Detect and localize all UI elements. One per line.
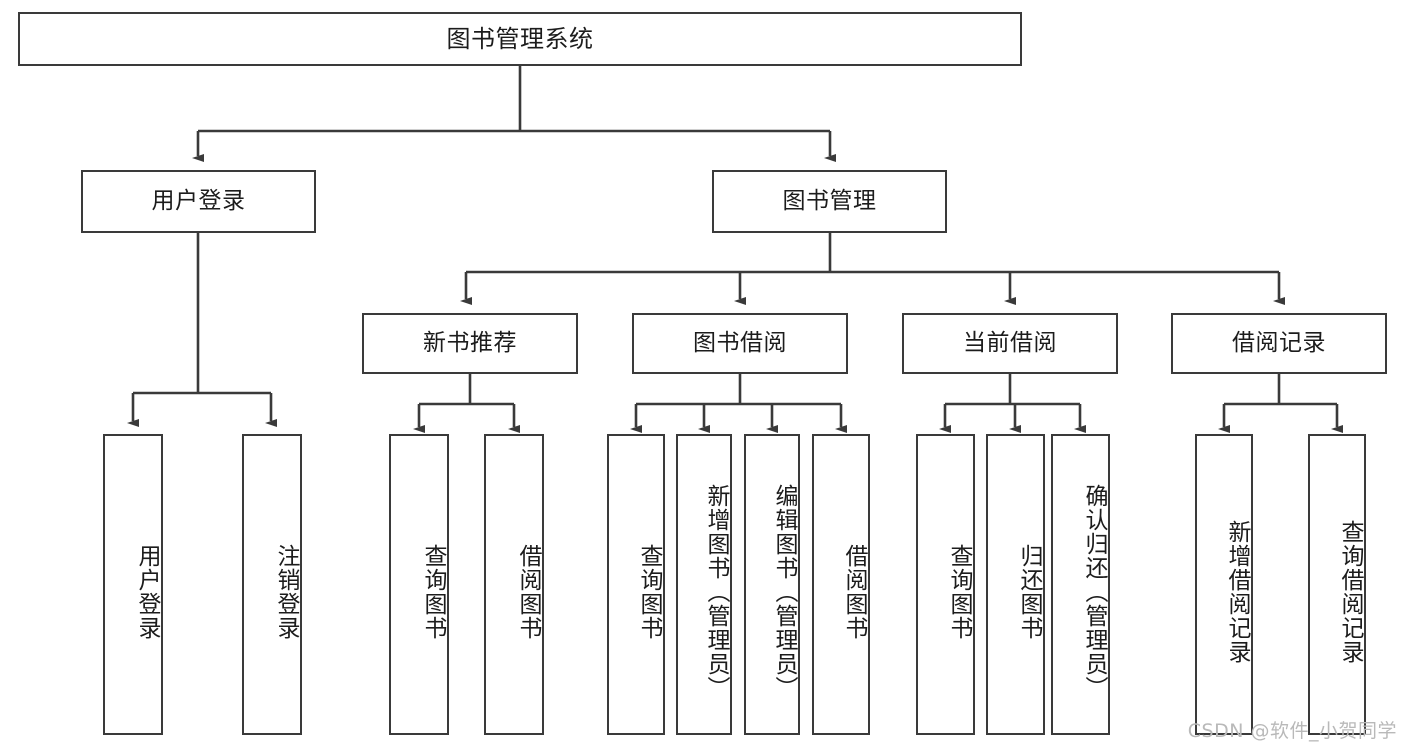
node-borrow-record[interactable]: 借阅记录 [1171,313,1387,374]
leaf-book-borrow-query-books[interactable]: 查询图书 [607,434,665,735]
leaf-current-borrow-query-books[interactable]: 查询图书 [916,434,975,735]
node-user-login[interactable]: 用户登录 [81,170,316,233]
leaf-current-borrow-confirm-return-admin[interactable]: 确认归还（管理员） [1051,434,1110,735]
leaf-label: 查询图书 [636,543,662,640]
node-root-book-management-system[interactable]: 图书管理系统 [18,12,1022,66]
leaf-label: 借阅图书 [841,543,867,640]
leaf-label: 编辑图书（管理员） [771,483,797,700]
leaf-borrow-record-query-record[interactable]: 查询借阅记录 [1308,434,1366,735]
leaf-new-book-borrow-books[interactable]: 借阅图书 [484,434,544,735]
leaf-label: 确认归还（管理员） [1081,483,1107,700]
node-book-management[interactable]: 图书管理 [712,170,947,233]
leaf-label: 借阅图书 [515,543,541,640]
leaf-book-borrow-add-book-admin[interactable]: 新增图书（管理员） [676,434,732,735]
leaf-label: 查询图书 [946,543,972,640]
node-current-borrow[interactable]: 当前借阅 [902,313,1118,374]
leaf-user-login-logout[interactable]: 注销登录 [242,434,302,735]
leaf-user-login-do-login[interactable]: 用户登录 [103,434,163,735]
leaf-label: 归还图书 [1016,543,1042,640]
leaf-label: 新增图书（管理员） [703,483,729,700]
node-new-book-recommend[interactable]: 新书推荐 [362,313,578,374]
leaf-new-book-query-books[interactable]: 查询图书 [389,434,449,735]
leaf-label: 查询借阅记录 [1337,519,1363,664]
leaf-label: 注销登录 [273,543,299,640]
leaf-label: 新增借阅记录 [1224,519,1250,664]
leaf-label: 查询图书 [420,543,446,640]
node-book-borrow[interactable]: 图书借阅 [632,313,848,374]
leaf-book-borrow-borrow-books[interactable]: 借阅图书 [812,434,870,735]
leaf-borrow-record-add-record[interactable]: 新增借阅记录 [1195,434,1253,735]
leaf-label: 用户登录 [134,543,160,640]
leaf-current-borrow-return-books[interactable]: 归还图书 [986,434,1045,735]
leaf-book-borrow-edit-book-admin[interactable]: 编辑图书（管理员） [744,434,800,735]
csdn-watermark: CSDN @软件_小贺同学 [1187,720,1397,742]
